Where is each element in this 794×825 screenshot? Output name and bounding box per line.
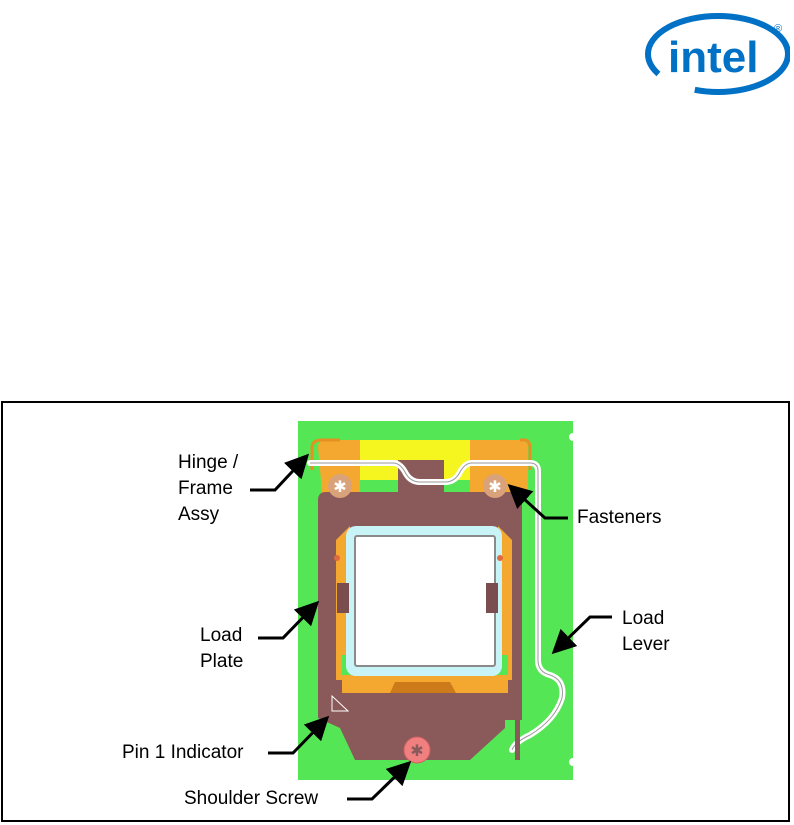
arrow-pin1 [268, 715, 330, 755]
load-lever-outline [310, 462, 563, 751]
label-line: Load [622, 608, 665, 629]
arrow-load-plate [258, 600, 320, 640]
intel-logo: intel ® [645, 13, 790, 95]
hinge-bracket-right [520, 438, 532, 470]
shoulder-screw [403, 736, 431, 764]
socket-dot-right [497, 555, 503, 561]
board-notch-top [569, 433, 577, 441]
label-load-plate: Load Plate [200, 623, 243, 675]
socket-dot-left [334, 555, 340, 561]
figure-frame [1, 401, 790, 822]
label-pin1-indicator: Pin 1 Indicator [122, 742, 244, 763]
load-plate-tab [398, 460, 444, 496]
label-hinge-frame-assy: Hinge / Frame Assy [178, 450, 238, 528]
label-line: Load [200, 625, 243, 646]
board-notch-bottom [569, 758, 577, 766]
shoulder-screw-star: ✱ [410, 741, 423, 760]
fastener-left [328, 474, 352, 498]
plate-cutout-left [337, 583, 349, 613]
label-line: Plate [200, 651, 244, 672]
label-line: Lever [622, 634, 670, 655]
label-load-lever: Load Lever [622, 606, 670, 658]
label-line: Hinge / [178, 452, 239, 473]
label-fasteners: Fasteners [577, 507, 662, 528]
pin1-triangle [331, 694, 350, 712]
fastener-left-star: ✱ [333, 477, 346, 496]
plate-cutout-right [486, 583, 498, 613]
socket-key [390, 682, 456, 693]
logo-swoosh [645, 13, 790, 95]
label-line: Frame [178, 478, 233, 499]
label-line: Assy [178, 504, 220, 525]
fastener-right-star: ✱ [488, 477, 501, 496]
arrow-load-lever [551, 615, 612, 655]
logo-registered-mark: ® [774, 23, 782, 35]
logo-text: intel [668, 33, 758, 82]
hinge-bracket-left [310, 438, 340, 470]
fastener-right [483, 474, 507, 498]
arrow-hinge-frame [250, 453, 310, 492]
lever-post [515, 720, 520, 760]
arrow-fasteners [507, 483, 568, 520]
label-shoulder-screw: Shoulder Screw [184, 788, 319, 809]
socket-contact-area [354, 535, 496, 667]
arrow-shoulder-screw [347, 760, 412, 801]
